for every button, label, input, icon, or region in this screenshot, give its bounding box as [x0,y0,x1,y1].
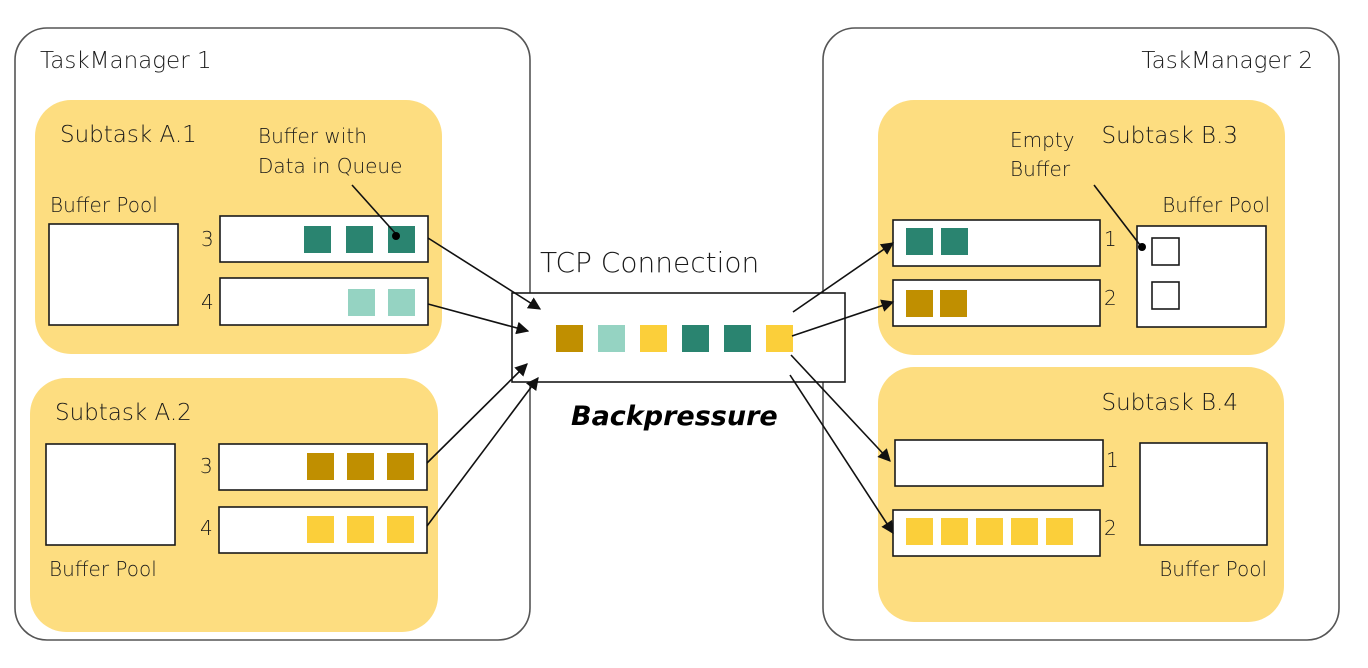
empty-buffer [1151,237,1180,266]
tcp-connection-title: TCP Connection [540,246,759,279]
data-buffer-dark-green [906,228,933,255]
empty-buffer-annotation-line1: Empty [1010,128,1075,152]
data-buffer-dark-gold [906,290,933,317]
subtask-a2-queue-3-buffers [307,453,414,480]
empty-buffer-pointer-dot [1138,243,1146,251]
subtask-b3-pool-empty-buffers [1151,237,1180,310]
arrow-tcp-to-b3-q1 [792,242,895,313]
subtask-b3-queue-1-buffers [906,228,968,255]
subtask-b4: Subtask B.4 1 2 Buffer Pool [878,367,1284,622]
subtask-a2-background [30,378,438,632]
tcp-channel-buffers [556,325,793,352]
subtask-b3-queue-2-label: 2 [1104,286,1117,310]
subtask-a2-queue-4-buffers [307,516,414,543]
data-buffer-dark-gold [307,453,334,480]
data-buffer-dark-green [682,325,709,352]
empty-buffer-annotation-line2: Buffer [1010,157,1071,181]
subtask-a2: Subtask A.2 Buffer Pool 3 4 [30,378,438,632]
arrow-a1-q3-to-tcp [427,237,542,310]
buffer-with-data-annotation-line1: Buffer with [258,124,367,148]
subtask-b3-queue-1-label: 1 [1104,227,1117,251]
data-buffer-dark-gold [940,290,967,317]
data-buffer-dark-green [941,228,968,255]
subtask-a2-queue-3-label: 3 [200,454,213,478]
backpressure-label: Backpressure [571,401,778,432]
data-buffer-yellow [766,325,793,352]
data-buffer-yellow [941,518,968,545]
buffer-with-data-annotation-line2: Data in Queue [258,154,402,178]
subtask-a1-queue-4-buffers [348,289,415,316]
subtask-a1: Subtask A.1 Buffer with Data in Queue Bu… [35,100,442,354]
subtask-b3-queue-2-buffers [906,290,967,317]
data-buffer-dark-gold [347,453,374,480]
data-buffer-yellow [347,516,374,543]
taskmanager-1-title: TaskManager 1 [40,48,212,74]
subtask-b4-title: Subtask B.4 [1101,390,1238,416]
data-buffer-light-teal [598,325,625,352]
subtask-a1-buffer-pool-label: Buffer Pool [50,193,158,217]
subtask-b4-queue-2-label: 2 [1104,516,1117,540]
subtask-b3-buffer-pool-label: Buffer Pool [1162,193,1270,217]
subtask-a2-queue-4-label: 4 [200,516,213,540]
subtask-a1-queue-3-buffers [304,226,415,253]
data-buffer-yellow [640,325,667,352]
empty-buffer-pointer-line [1093,184,1141,246]
subtask-a2-title: Subtask A.2 [55,400,192,426]
subtask-b4-buffer-pool-label: Buffer Pool [1159,557,1267,581]
arrow-tcp-to-b4-q2 [789,374,894,535]
subtask-b3: Subtask B.3 Empty Buffer Buffer Pool 1 2 [878,100,1285,355]
annotation-pointer-dot [392,232,400,240]
data-buffer-yellow [976,518,1003,545]
annotation-pointer-line [351,184,397,235]
data-buffer-yellow [1011,518,1038,545]
data-flow-arrows [426,237,895,535]
arrow-a1-q4-to-tcp [427,303,530,335]
taskmanager-2-title: TaskManager 2 [1141,48,1313,74]
data-buffer-yellow [1046,518,1073,545]
data-buffer-yellow [387,516,414,543]
taskmanager-2: TaskManager 2 Subtask B.3 Empty Buffer B… [822,27,1340,641]
tcp-connection: TCP Connection Backpressure [511,246,846,432]
data-buffer-dark-green [724,325,751,352]
subtask-b4-buffer-pool [1139,442,1268,546]
subtask-b4-queue-1-label: 1 [1106,448,1119,472]
subtask-b4-queue-2-buffers [906,518,1073,545]
data-buffer-yellow [906,518,933,545]
empty-buffer [1151,281,1180,310]
subtask-a1-buffer-pool [48,223,179,326]
subtask-b4-queue-1 [894,439,1104,487]
subtask-b3-title: Subtask B.3 [1101,123,1238,149]
taskmanager-1: TaskManager 1 Subtask A.1 Buffer with Da… [14,27,531,641]
subtask-a2-buffer-pool [45,443,176,546]
subtask-a2-buffer-pool-label: Buffer Pool [49,557,157,581]
arrow-a2-q3-to-tcp [426,363,528,464]
arrow-tcp-to-b4-q1 [790,354,891,462]
data-buffer-light-teal [388,289,415,316]
arrow-tcp-to-b3-q2 [791,299,895,337]
data-buffer-dark-gold [556,325,583,352]
data-buffer-yellow [307,516,334,543]
data-buffer-dark-green [304,226,331,253]
subtask-a1-title: Subtask A.1 [60,122,197,148]
data-buffer-dark-gold [387,453,414,480]
subtask-a1-queue-4-label: 4 [201,290,214,314]
subtask-a1-queue-3-label: 3 [201,227,214,251]
arrow-a2-q4-to-tcp [426,376,539,527]
data-buffer-dark-green [346,226,373,253]
subtask-b4-background [878,367,1284,622]
data-buffer-light-teal [348,289,375,316]
